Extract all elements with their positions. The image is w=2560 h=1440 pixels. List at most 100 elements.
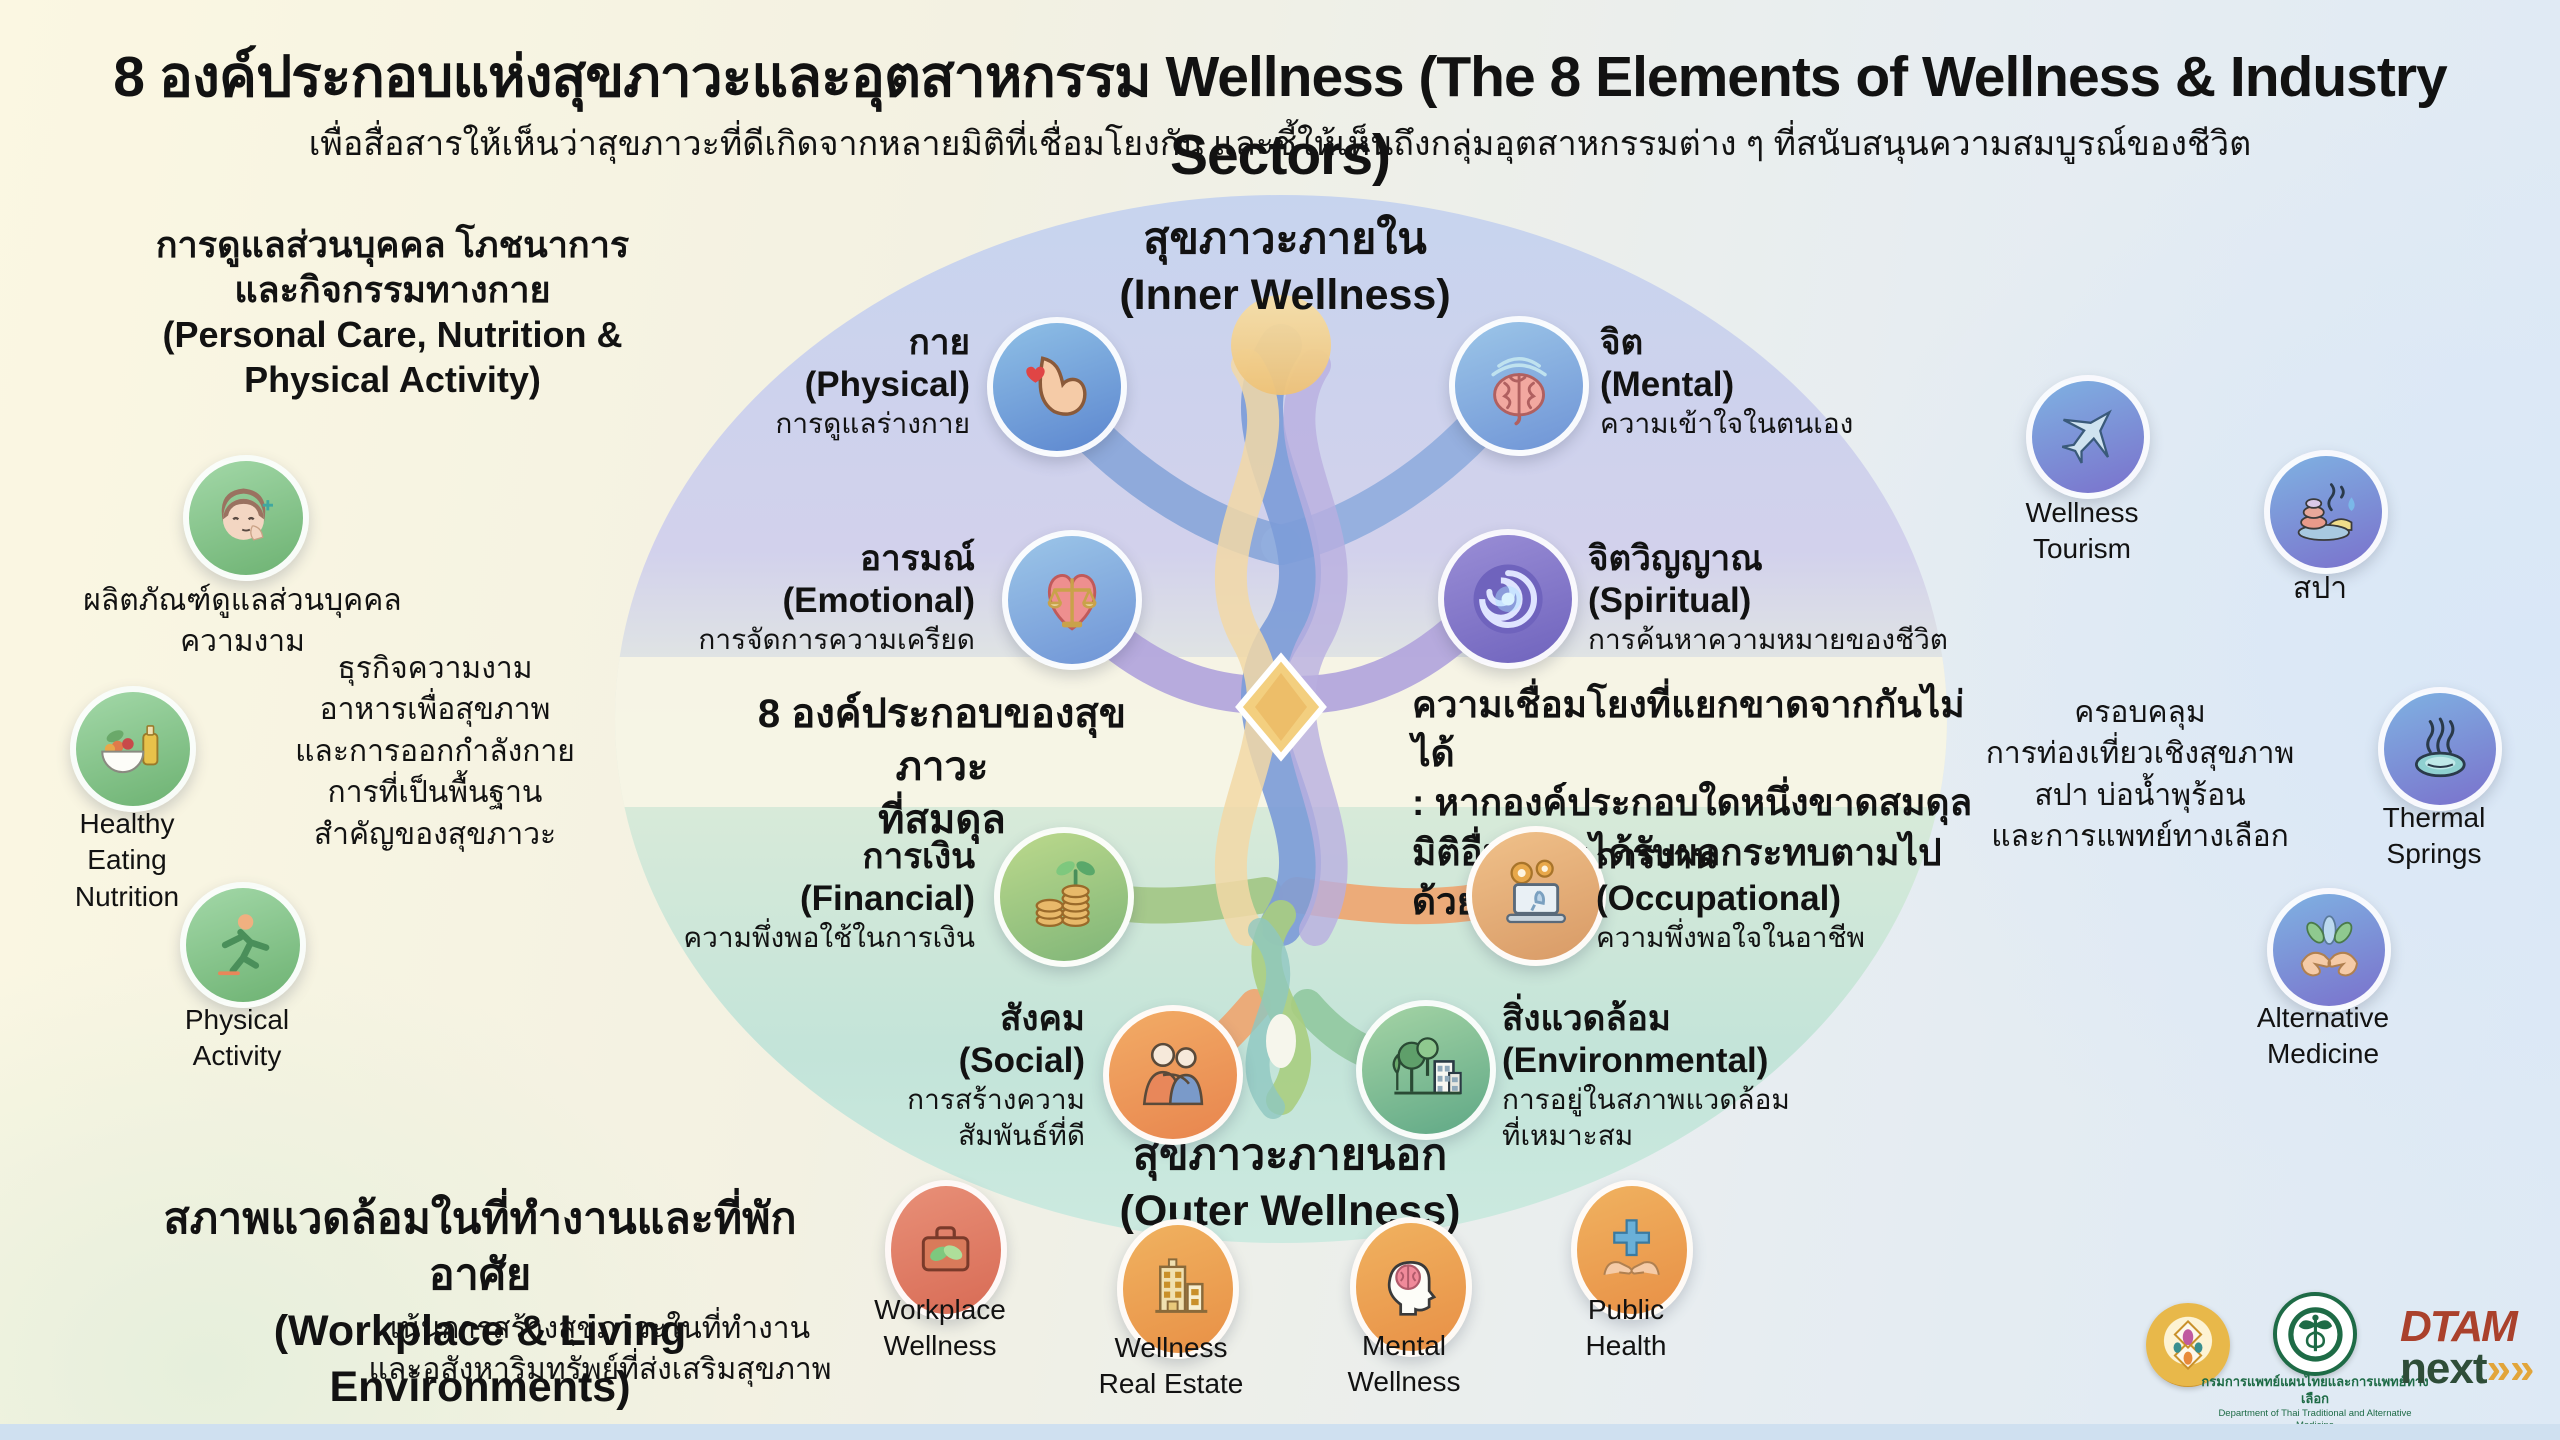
workplace-wellness-label-1: Workplace [874,1294,1006,1325]
personal-care-label: ผลิตภัณฑ์ดูแลส่วนบุคคล ความงาม [60,580,425,663]
physical-activity-icon [180,882,306,1008]
workplace-living-heading: สภาพแวดล้อมในที่ทำงานและที่พักอาศัย (Wor… [120,1192,840,1416]
social-desc-2: สัมพันธ์ที่ดี [958,1119,1085,1151]
interconnection-line1: ความเชื่อมโยงที่แยกขาดจากกันไม่ได้ [1412,684,1965,775]
emotional-desc: การจัดการความเครียด [698,624,975,655]
alternative-medicine-label-1: Alternative [2256,1002,2390,1033]
left-desc-1: ธุรกิจความงาม [337,652,533,685]
thermal-springs-icon [2378,687,2502,811]
alternative-medicine-label: Alternative Medicine [2207,1000,2439,1073]
right-description: ครอบคลุม การท่องเที่ยวเชิงสุขภาพ สปา บ่อ… [1890,692,2390,858]
social-th: สังคม [1000,999,1085,1038]
physical-activity-label: Physical Activity [147,1002,327,1075]
spiritual-icon [1438,529,1578,669]
public-health-label-1: Public [1587,1294,1665,1325]
wellness-tourism-label-2: Tourism [2032,533,2131,565]
personal-care-label-2: ความงาม [180,625,305,659]
right-desc-2: การท่องเที่ยวเชิงสุขภาพ [1985,737,2295,771]
ministry-of-public-health-logo [2273,1292,2357,1376]
wellness-real-estate-icon [1117,1219,1239,1359]
healthy-eating-label-2: Eating [87,844,167,876]
environmental-icon [1356,1000,1496,1140]
financial-en: (Financial) [799,879,975,918]
workplace-living-desc-2: และอสังหาริมทรัพย์ที่ส่งเสริมสุขภาพ [368,1353,832,1387]
physical-en: (Physical) [804,365,970,404]
financial-th: การเงิน [862,837,975,876]
financial-desc: ความพึ่งพอใช้ในการเงิน [683,922,975,953]
balanced-elements-line2: ที่สมดุล [878,797,1006,842]
workplace-living-en: (Workplace & Living Environments) [273,1306,687,1411]
left-desc-5: สำคัญของสุขภาวะ [313,817,557,851]
outer-wellness-header: สุขภาวะภายนอก (Outer Wellness) [1040,1128,1540,1240]
next-text: next [2400,1343,2487,1393]
wellness-real-estate-label: Wellness Real Estate [1046,1330,1296,1403]
thermal-springs-label-2: Springs [2386,838,2482,870]
workplace-living-th: สภาพแวดล้อมในที่ทำงานและที่พักอาศัย [163,1195,797,1299]
healthy-eating-label: Healthy Eating Nutrition [37,806,217,915]
mental-desc: ความเข้าใจในตนเอง [1600,408,1854,439]
physical-th: กาย [908,323,970,362]
alternative-medicine-label-2: Medicine [2266,1038,2380,1070]
interconnection-line2: : หากองค์ประกอบใดหนึ่งขาดสมดุล [1412,782,1973,824]
social-icon [1103,1005,1243,1145]
mental-wellness-label-1: Mental [1361,1330,1447,1361]
financial-icon [994,827,1134,967]
physical-activity-label-1: Physical [184,1004,290,1035]
social-en: (Social) [958,1041,1085,1080]
emotional-th: อารมณ์ [859,539,975,578]
left-description: ธุรกิจความงาม อาหารเพื่อสุขภาพ และการออก… [230,648,640,855]
occupational-th: การงาน [1596,837,1717,876]
occupational-label: การงาน (Occupational) ความพึ่งพอใจในอาชี… [1596,836,2016,956]
occupational-desc: ความพึ่งพอใจในอาชีพ [1596,922,1865,953]
social-desc-1: การสร้างความ [907,1084,1085,1115]
wellness-real-estate-label-1: Wellness [1114,1332,1228,1363]
workplace-wellness-label: Workplace Wellness [824,1292,1056,1365]
balanced-elements-text: 8 องค์ประกอบของสุขภาวะ ที่สมดุล [722,688,1162,846]
mental-wellness-label: Mental Wellness [1288,1328,1520,1401]
wellness-tourism-icon [2026,375,2150,499]
social-label: สังคม (Social) การสร้างความ สัมพันธ์ที่ด… [790,998,1085,1154]
environmental-en: (Environmental) [1502,1041,1769,1080]
spiritual-label: จิตวิญญาณ (Spiritual) การค้นหาความหมายขอ… [1588,538,2028,658]
workplace-wellness-icon [885,1180,1007,1320]
public-health-icon [1571,1180,1693,1320]
public-health-label-2: Health [1585,1330,1667,1362]
left-heading-th1: การดูแลส่วนบุคคล โภชนาการ [155,224,630,265]
chevrons-glyph: » [2486,1343,2511,1393]
physical-desc: การดูแลร่างกาย [775,408,970,439]
mental-wellness-label-2: Wellness [1347,1366,1461,1398]
healthy-eating-label-1: Healthy [79,808,175,839]
mental-icon [1449,316,1589,456]
spiritual-desc: การค้นหาความหมายของชีวิต [1588,624,1948,655]
left-desc-2: อาหารเพื่อสุขภาพ [319,693,551,727]
page-subtitle: เพื่อสื่อสารให้เห็นว่าสุขภาวะที่ดีเกิดจา… [308,125,2252,163]
occupational-icon [1466,826,1606,966]
left-heading-en1: (Personal Care, Nutrition & [162,314,623,355]
inner-wellness-header: สุขภาวะภายใน (Inner Wellness) [1035,212,1535,324]
healthy-eating-icon [70,686,196,812]
occupational-en: (Occupational) [1596,879,1842,918]
next-wordmark: next»» [2400,1346,2560,1390]
financial-label: การเงิน (Financial) ความพึ่งพอใช้ในการเง… [600,836,975,956]
physical-icon [987,317,1127,457]
mental-wellness-icon [1350,1217,1472,1357]
dtam-next-logo: DTAM next»» [2400,1302,2560,1391]
spiritual-th: จิตวิญญาณ [1588,539,1763,578]
emotional-label: อารมณ์ (Emotional) การจัดการความเครียด [600,538,975,658]
mental-label: จิต (Mental) ความเข้าใจในตนเอง [1600,322,2020,442]
thermal-springs-label: Thermal Springs [2334,800,2534,873]
physical-label: กาย (Physical) การดูแลร่างกาย [650,322,970,442]
physical-activity-label-2: Activity [192,1040,282,1072]
dtam-seal-logo [2146,1303,2230,1387]
wellness-tourism-label-1: Wellness [2025,497,2139,528]
environmental-label: สิ่งแวดล้อม (Environmental) การอยู่ในสภา… [1502,998,1942,1154]
environmental-desc-1: การอยู่ในสภาพแวดล้อม [1502,1084,1790,1115]
spiritual-en: (Spiritual) [1588,581,1752,620]
emotional-icon [1002,530,1142,670]
outer-wellness-en: (Outer Wellness) [1119,1186,1461,1235]
mental-th: จิต [1600,323,1644,362]
left-section-heading: การดูแลส่วนบุคคล โภชนาการ และกิจกรรมทางก… [120,222,665,402]
alternative-medicine-icon [2267,888,2391,1012]
emotional-en: (Emotional) [782,581,975,620]
dtam-wordmark: DTAM [2400,1302,2518,1351]
